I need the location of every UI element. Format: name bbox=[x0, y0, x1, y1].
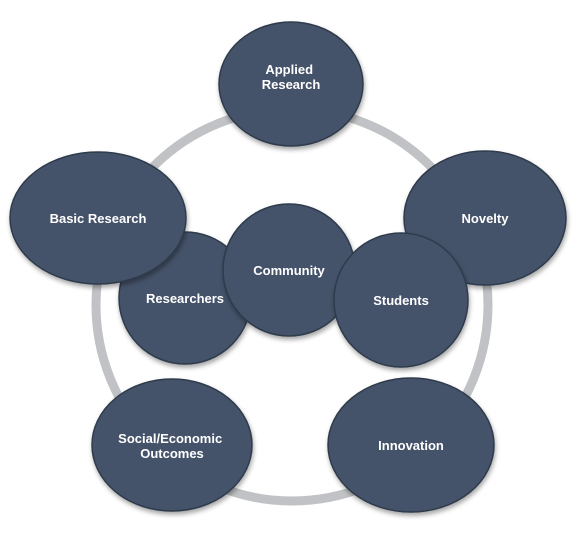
node-label-line: Applied bbox=[265, 62, 313, 77]
node-shape bbox=[327, 377, 495, 513]
node-social-economic-outcomes: Social/Economic Outcomes bbox=[91, 378, 253, 512]
svg-text:Basic Research: Basic Research bbox=[50, 211, 147, 226]
node-shape bbox=[333, 232, 469, 368]
svg-text:Students: Students bbox=[373, 293, 429, 308]
svg-text:Novelty: Novelty bbox=[462, 211, 510, 226]
svg-text:Innovation: Innovation bbox=[378, 438, 444, 453]
node-innovation: Innovation bbox=[327, 377, 495, 513]
node-basic-research: Basic Research bbox=[9, 151, 187, 285]
node-label-line: Basic Research bbox=[50, 211, 147, 226]
svg-text:Social/Economic Outcom: Social/Economic Outcomes bbox=[118, 431, 226, 461]
node-label-line: Researchers bbox=[146, 291, 224, 306]
node-applied-research: Applied Research bbox=[218, 21, 364, 147]
svg-text:Community: Community bbox=[253, 263, 325, 278]
node-label-line: Novelty bbox=[462, 211, 510, 226]
node-label-line: Social/Economic bbox=[118, 431, 222, 446]
node-community: Community bbox=[222, 203, 356, 337]
node-label-line: Innovation bbox=[378, 438, 444, 453]
node-students: Students bbox=[333, 232, 469, 368]
node-shape bbox=[218, 21, 364, 147]
node-shape bbox=[91, 378, 253, 512]
node-label-line: Outcomes bbox=[140, 446, 204, 461]
svg-text:Applied Research: Applied Research bbox=[262, 62, 321, 92]
node-label-line: Students bbox=[373, 293, 429, 308]
svg-text:Researchers: Researchers bbox=[146, 291, 224, 306]
node-label-line: Research bbox=[262, 77, 321, 92]
node-shape bbox=[9, 151, 187, 285]
node-label-line: Community bbox=[253, 263, 325, 278]
